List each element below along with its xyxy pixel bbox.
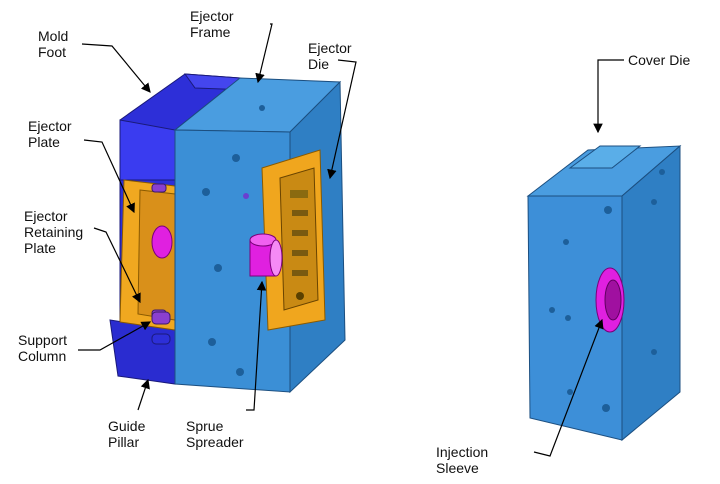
leader-ejector-frame bbox=[255, 23, 273, 84]
label-sprue-spreader-line1: Sprue bbox=[186, 418, 224, 434]
label-ejector-frame: Ejector Frame bbox=[190, 8, 234, 40]
label-guide-pillar-line1: Guide bbox=[108, 418, 146, 434]
label-ejector-plate: Ejector Plate bbox=[28, 118, 72, 150]
label-ejector-die-line1: Ejector bbox=[308, 40, 352, 56]
label-ejector-die-line2: Die bbox=[308, 56, 330, 72]
label-cover-die: Cover Die bbox=[628, 52, 690, 68]
label-support-column-line2: Column bbox=[18, 348, 67, 364]
label-ejector-retaining-plate: Ejector Retaining Plate bbox=[24, 208, 83, 256]
label-mold-foot: Mold Foot bbox=[38, 28, 68, 60]
sprue-spreader-shape bbox=[249, 233, 283, 277]
label-sprue-spreader: Sprue Spreader bbox=[186, 418, 244, 450]
label-ejector-die: Ejector Die bbox=[308, 40, 352, 72]
label-mold-foot-line1: Mold bbox=[38, 28, 69, 44]
support-column-shape bbox=[151, 311, 171, 345]
cover-die-assembly bbox=[526, 144, 682, 442]
label-injection-sleeve: Injection Sleeve bbox=[436, 444, 488, 476]
leader-support-column bbox=[78, 321, 152, 351]
leader-sprue-spreader bbox=[246, 280, 267, 411]
label-support-column: Support Column bbox=[18, 332, 67, 364]
label-mold-foot-line2: Foot bbox=[38, 44, 67, 60]
label-guide-pillar: Guide Pillar bbox=[108, 418, 145, 450]
ejector-half-assembly bbox=[109, 73, 346, 394]
label-sprue-spreader-line2: Spreader bbox=[186, 434, 244, 450]
leader-injection-sleeve bbox=[533, 318, 604, 457]
leader-guide-pillar bbox=[137, 378, 150, 411]
leader-ejector-retaining-plate bbox=[93, 227, 141, 304]
label-guide-pillar-line2: Pillar bbox=[108, 434, 140, 450]
label-ejector-frame-line1: Ejector bbox=[190, 8, 234, 24]
label-ejector-retaining-plate-line3: Plate bbox=[24, 240, 56, 256]
label-ejector-retaining-plate-line1: Ejector bbox=[24, 208, 68, 224]
label-ejector-plate-line2: Plate bbox=[28, 134, 60, 150]
leader-cover-die bbox=[593, 59, 624, 134]
leader-ejector-plate bbox=[83, 139, 135, 214]
label-ejector-plate-line1: Ejector bbox=[28, 118, 72, 134]
leader-mold-foot bbox=[81, 43, 151, 93]
label-ejector-retaining-plate-line2: Retaining bbox=[24, 224, 84, 240]
label-support-column-line1: Support bbox=[18, 332, 68, 348]
leader-lines bbox=[78, 23, 624, 457]
label-injection-sleeve-line2: Sleeve bbox=[436, 460, 479, 476]
sprue-bushing-left bbox=[151, 225, 173, 259]
label-cover-die-line1: Cover Die bbox=[628, 52, 691, 68]
ejector-die-shape bbox=[261, 149, 326, 331]
ejector-plate-shape bbox=[119, 179, 176, 331]
label-injection-sleeve-line1: Injection bbox=[436, 444, 489, 460]
leader-ejector-die bbox=[327, 59, 357, 180]
injection-sleeve-shape bbox=[595, 267, 625, 333]
label-ejector-frame-line2: Frame bbox=[190, 24, 231, 40]
